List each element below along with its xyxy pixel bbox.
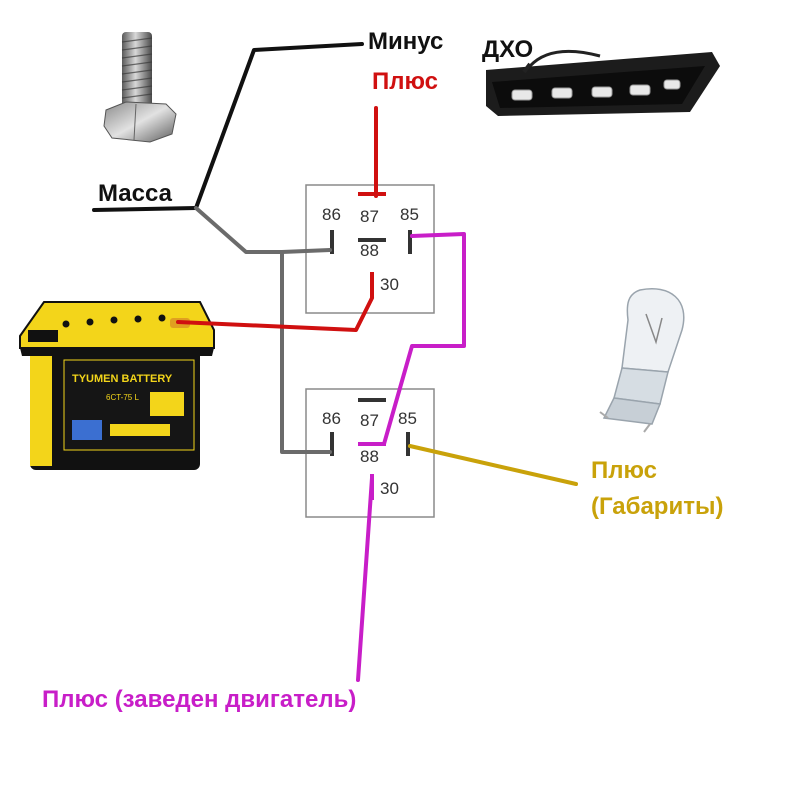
wire-engine-30: [356, 476, 374, 682]
label-massa: Масса: [98, 180, 172, 207]
wire-relay-link: [358, 232, 466, 446]
bulb-image: [599, 288, 685, 433]
relay-top-pin-88: 88: [360, 241, 379, 260]
wire-gabarity-85: [408, 444, 578, 486]
label-plus-top: Плюс: [372, 68, 439, 95]
relay-top-pin-30: 30: [380, 275, 399, 294]
label-dho: ДХО: [482, 36, 534, 63]
bolt-image: [103, 32, 177, 143]
battery-brand-text: TYUMEN BATTERY: [72, 373, 173, 385]
relay-bottom-pin-86: 86: [322, 409, 341, 428]
label-plus-engine: Плюс (заведен двигатель): [42, 686, 357, 713]
wire-ground-relay-bottom: [280, 250, 332, 454]
wire-battery-30: [176, 296, 374, 332]
battery-image: TYUMEN BATTERY 6CT-75 L: [19, 301, 215, 470]
relay-top-pin-87: 87: [360, 207, 379, 226]
relay-top-pin-85: 85: [400, 205, 419, 224]
wire-minus-ground: [194, 42, 364, 210]
relay-bottom-pin-85: 85: [398, 409, 417, 428]
label-plus-gabarity: Плюс: [591, 457, 658, 484]
relay-bottom-pin-87: 87: [360, 411, 379, 430]
label-gabarity: (Габариты): [591, 493, 724, 520]
drl-lamp-image: [486, 49, 720, 116]
relay-top: 86 87 85 88 30: [305, 184, 435, 314]
label-minus: Минус: [368, 28, 444, 55]
relay-bottom-pin-30: 30: [380, 479, 399, 498]
wire-massa: [92, 206, 198, 212]
relay-bottom-pin-88: 88: [360, 447, 379, 466]
relay-top-pin-86: 86: [322, 205, 341, 224]
battery-model-text: 6CT-75 L: [106, 393, 139, 402]
wire-ground-relays: [194, 206, 332, 254]
